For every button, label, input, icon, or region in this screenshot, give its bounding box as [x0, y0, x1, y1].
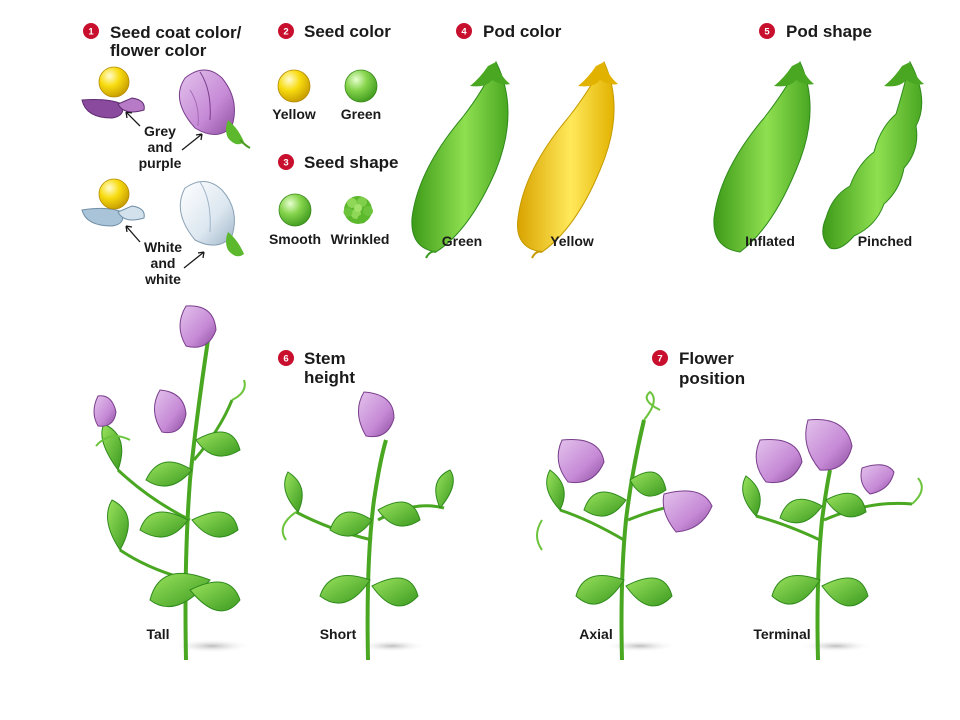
trait-1-title-line-2: flower color: [110, 41, 207, 60]
variant-green-seed: Green: [341, 106, 381, 122]
variant-short: Short: [320, 626, 357, 642]
badge-7-number: 7: [657, 354, 662, 365]
trait-4-pod-color: 4 Pod color Green Yellow: [411, 22, 618, 259]
badge-2-number: 2: [283, 27, 288, 38]
variant-smooth-seed: Smooth: [269, 231, 321, 247]
variant-white-white-line-2: and: [151, 255, 176, 271]
short-plant-icon: [281, 391, 454, 661]
terminal-plant-icon: [742, 419, 923, 661]
trait-1-seed-coat-flower-color: 1 Seed coat color/ flower color Grey and…: [81, 23, 251, 287]
variant-pinched-pod: Pinched: [858, 233, 912, 249]
inflated-pod-icon: [713, 60, 814, 253]
variant-terminal: Terminal: [753, 626, 810, 642]
trait-2-seed-color: 2 Seed color Yellow Green: [272, 22, 391, 122]
arrow-to-white-seed: [125, 225, 141, 243]
wrinkled-seed-icon: [343, 196, 373, 224]
badge-5-number: 5: [764, 27, 770, 38]
trait-5-pod-shape: 5 Pod shape Inflated Pinched: [713, 22, 924, 253]
badge-5: 5: [759, 23, 775, 39]
arrow-to-purple-flower: [181, 133, 203, 151]
axial-plant-icon: [536, 390, 713, 661]
smooth-seed-icon: [278, 193, 312, 227]
badge-1-number: 1: [88, 27, 94, 38]
white-flower-icon: [179, 181, 244, 257]
variant-green-pod: Green: [442, 233, 482, 249]
badge-4: 4: [456, 23, 472, 39]
trait-1-title-line-1: Seed coat color/: [110, 23, 242, 42]
trait-7-title-line-1: Flower: [679, 349, 734, 368]
variant-white-white-line-3: white: [144, 271, 181, 287]
badge-1: 1: [83, 23, 99, 39]
variant-wrinkled-seed: Wrinkled: [331, 231, 390, 247]
trait-4-title: Pod color: [483, 22, 562, 41]
trait-2-title: Seed color: [304, 22, 391, 41]
variant-yellow-pod: Yellow: [550, 233, 594, 249]
trait-3-title: Seed shape: [304, 153, 399, 172]
pinched-pod-icon: [822, 60, 924, 250]
variant-axial: Axial: [579, 626, 612, 642]
variant-white-white-line-1: White: [144, 239, 182, 255]
arrow-to-grey-seed: [125, 111, 141, 127]
variant-yellow-seed: Yellow: [272, 106, 316, 122]
green-seed-icon: [344, 69, 378, 103]
variant-inflated-pod: Inflated: [745, 233, 795, 249]
variant-grey-purple-line-3: purple: [139, 155, 182, 171]
badge-6-number: 6: [283, 354, 288, 365]
trait-3-seed-shape: 3 Seed shape Smooth Wrinkled: [269, 153, 399, 247]
trait-7-flower-position: 7 Flower position Axial: [536, 349, 923, 661]
white-white-seed-icon: [81, 178, 145, 227]
trait-6-title-line-2: height: [304, 368, 355, 387]
trait-5-title: Pod shape: [786, 22, 872, 41]
trait-6-title-line-1: Stem: [304, 349, 346, 368]
yellow-pod-icon: [517, 60, 618, 259]
trait-6-stem-height: 6 Stem height Tall: [93, 305, 454, 661]
grey-purple-seed-icon: [81, 66, 145, 119]
badge-3-number: 3: [283, 158, 288, 169]
variant-grey-purple-line-1: Grey: [144, 123, 176, 139]
badge-2: 2: [278, 23, 294, 39]
yellow-seed-icon: [277, 69, 311, 103]
trait-7-title-line-2: position: [679, 369, 745, 388]
arrow-to-white-flower: [183, 251, 205, 269]
variant-grey-purple-line-2: and: [148, 139, 173, 155]
tall-plant-icon: [93, 305, 252, 661]
badge-7: 7: [652, 350, 668, 366]
green-pod-icon: [411, 60, 510, 259]
variant-tall: Tall: [146, 626, 169, 642]
badge-3: 3: [278, 154, 294, 170]
purple-flower-icon: [178, 69, 251, 149]
badge-4-number: 4: [461, 27, 467, 38]
badge-6: 6: [278, 350, 294, 366]
